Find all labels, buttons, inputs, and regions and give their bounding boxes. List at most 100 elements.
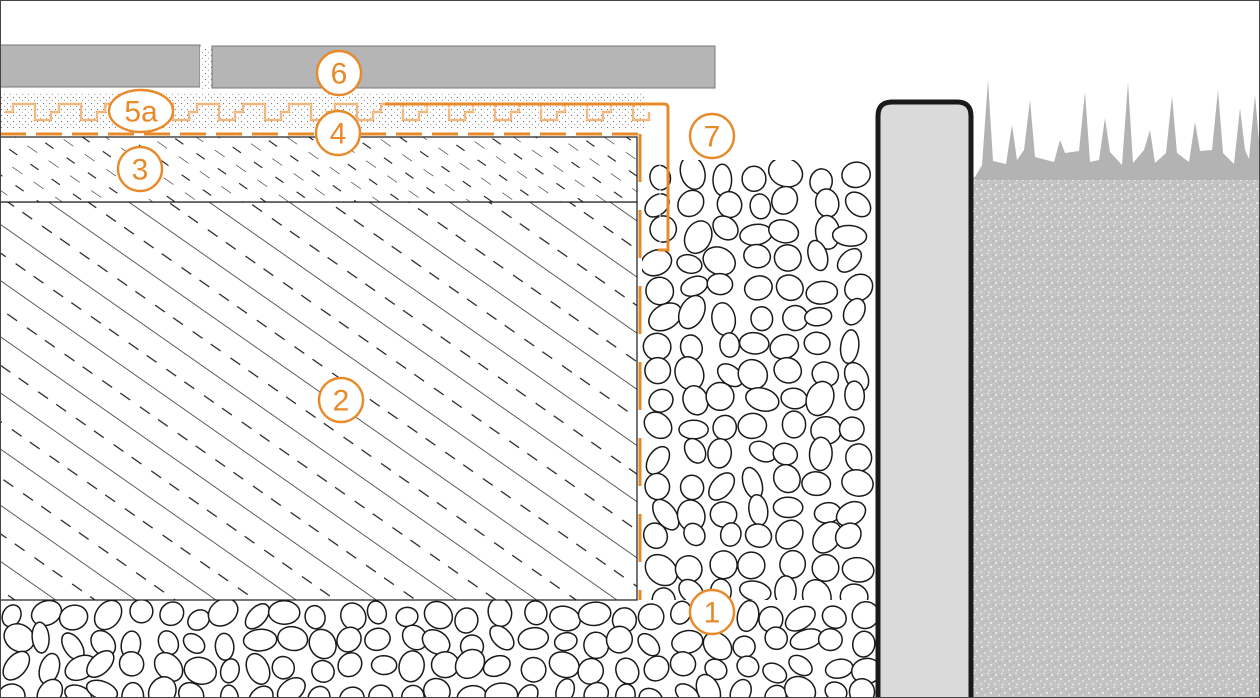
gravel-stone bbox=[36, 678, 64, 698]
gravel-stone bbox=[706, 272, 734, 296]
gravel-stone bbox=[773, 243, 802, 272]
gravel-stone bbox=[683, 522, 706, 547]
gravel-stone bbox=[679, 474, 705, 501]
gravel-stone bbox=[484, 682, 519, 698]
gravel-stone bbox=[781, 410, 807, 439]
gravel-fill-side bbox=[640, 160, 880, 698]
gravel-stone bbox=[1, 604, 22, 628]
drainage-mat bbox=[5, 102, 651, 122]
gravel-stone bbox=[679, 160, 706, 191]
gravel-stone bbox=[784, 605, 816, 632]
svg-text:5a: 5a bbox=[124, 96, 158, 129]
gravel-stone bbox=[851, 600, 878, 630]
gravel-stone bbox=[644, 553, 679, 587]
gravel-stone bbox=[643, 411, 673, 440]
label-screed: 3 bbox=[116, 145, 164, 193]
gravel-stone bbox=[736, 655, 760, 678]
gravel-stone bbox=[454, 607, 479, 634]
gravel-stone bbox=[370, 654, 398, 676]
gravel-stone bbox=[772, 496, 804, 519]
gravel-stone bbox=[524, 600, 548, 626]
gravel-stone bbox=[214, 632, 235, 661]
gravel-stone bbox=[678, 419, 709, 440]
gravel-stone bbox=[712, 215, 739, 241]
gravel-stone bbox=[808, 436, 833, 472]
gravel-stone bbox=[804, 306, 833, 327]
gravel-stone bbox=[0, 683, 26, 698]
label-waterproofing: 4 bbox=[314, 109, 362, 157]
label-gravel-base: 1 bbox=[688, 588, 736, 636]
gravel-stone bbox=[648, 388, 674, 413]
gravel-stone bbox=[219, 658, 240, 684]
gravel-stone bbox=[773, 356, 803, 384]
gravel-stone bbox=[852, 630, 876, 658]
svg-text:7: 7 bbox=[704, 121, 721, 154]
gravel-stone bbox=[489, 624, 515, 651]
gravel-stone bbox=[708, 472, 736, 501]
gravel-stone bbox=[821, 605, 847, 630]
gravel-stone bbox=[745, 387, 780, 412]
gravel-stone bbox=[364, 627, 391, 652]
gravel-stone bbox=[831, 224, 868, 247]
label-edge-profile: 7 bbox=[688, 112, 736, 160]
gravel-stone bbox=[669, 651, 697, 677]
gravel-stone bbox=[775, 274, 804, 302]
gravel-stone bbox=[129, 600, 154, 624]
gravel-stone bbox=[750, 306, 774, 332]
gravel-stone bbox=[423, 600, 454, 630]
label-drainage-mat: 5a bbox=[107, 88, 175, 134]
gravel-stone bbox=[749, 193, 772, 220]
gravel-stone bbox=[775, 519, 804, 550]
svg-text:3: 3 bbox=[132, 154, 149, 187]
gravel-stone bbox=[336, 626, 362, 653]
edge-profile bbox=[385, 102, 670, 252]
gravel-stone bbox=[30, 600, 63, 627]
gravel-stone bbox=[803, 331, 831, 356]
gravel-stone bbox=[836, 247, 863, 273]
gravel-stone bbox=[159, 601, 185, 627]
svg-text:6: 6 bbox=[331, 58, 348, 91]
gravel-stone bbox=[182, 632, 206, 654]
gravel-stone bbox=[645, 445, 671, 475]
gravel-stone bbox=[835, 500, 867, 527]
svg-text:1: 1 bbox=[704, 597, 721, 630]
label-concrete-slab: 2 bbox=[317, 376, 365, 424]
gravel-stone bbox=[743, 243, 772, 269]
gravel-stone bbox=[839, 583, 869, 600]
gravel-stone bbox=[788, 654, 813, 677]
soil-region bbox=[972, 177, 1260, 698]
gravel-stone bbox=[695, 673, 722, 698]
gravel-stone bbox=[642, 522, 669, 550]
gravel-stone bbox=[311, 659, 335, 683]
gravel-stone bbox=[839, 329, 860, 365]
gravel-stone bbox=[674, 554, 703, 584]
gravel-stone bbox=[3, 623, 36, 653]
gravel-stone bbox=[401, 624, 428, 651]
gravel-stone bbox=[805, 280, 839, 305]
gravel-stone bbox=[644, 356, 672, 385]
gravel-stone bbox=[242, 628, 278, 652]
gravel-stone bbox=[842, 297, 866, 326]
gravel-stone bbox=[719, 522, 742, 547]
gravel-stone bbox=[183, 656, 218, 686]
gravel-stone bbox=[271, 655, 296, 680]
gravel-stone bbox=[712, 163, 733, 197]
gravel-stone bbox=[716, 190, 743, 219]
gravel-stone bbox=[2, 650, 31, 681]
gravel-stone bbox=[366, 600, 388, 625]
gravel-fill-base bbox=[0, 600, 880, 698]
gravel-stone bbox=[85, 679, 119, 698]
gravel-stone bbox=[824, 681, 848, 698]
gravel-stone bbox=[782, 304, 809, 332]
gravel-stone bbox=[705, 381, 735, 412]
grass-tufts bbox=[975, 80, 1260, 180]
gravel-stone bbox=[838, 416, 865, 442]
gravel-stone bbox=[276, 677, 306, 698]
gravel-stone bbox=[549, 605, 581, 632]
tile-joint bbox=[200, 47, 212, 91]
gravel-stone bbox=[58, 604, 89, 631]
gravel-stone bbox=[709, 550, 738, 580]
gravel-stone bbox=[805, 380, 835, 417]
